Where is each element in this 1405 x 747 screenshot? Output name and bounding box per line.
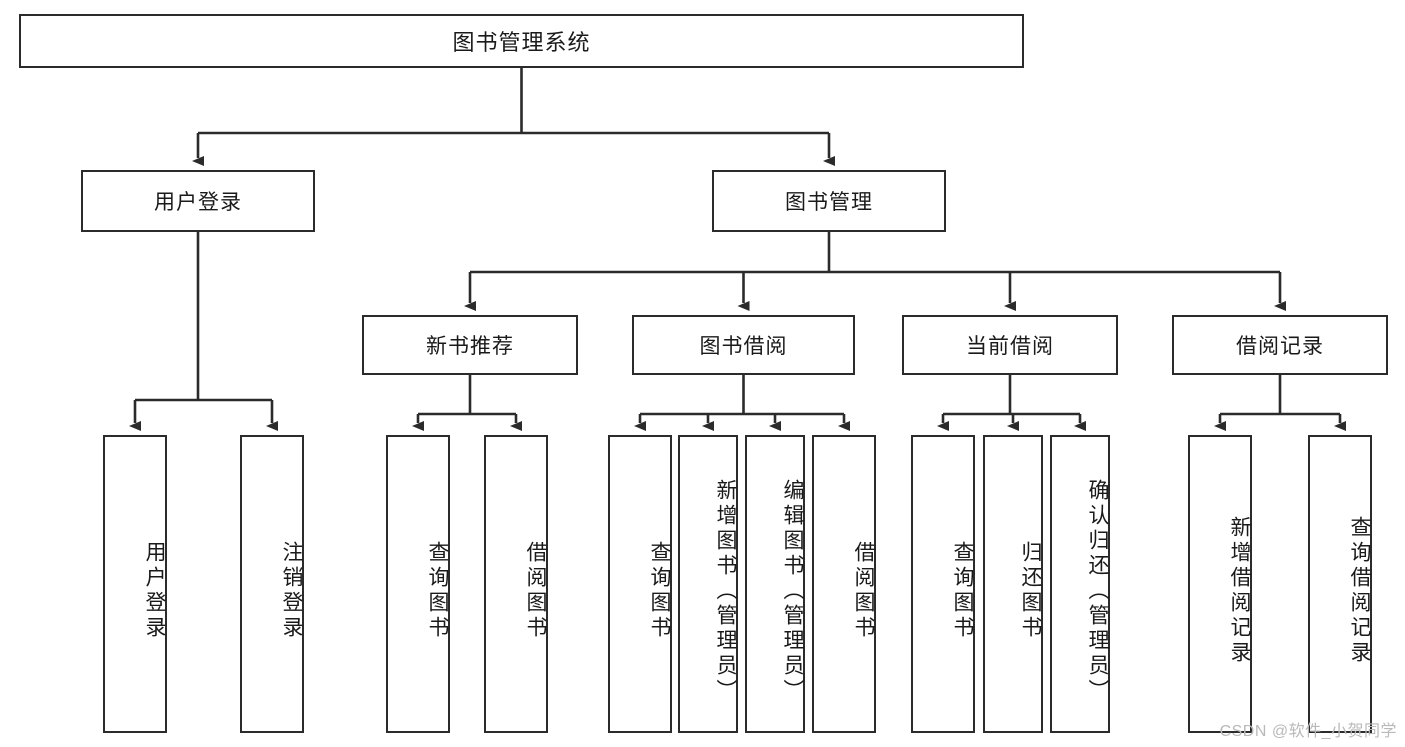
node-l3-新书推荐[interactable]: 新书推荐 xyxy=(362,315,578,375)
node-leaf-8-查询图书[interactable]: 查询图书 xyxy=(911,435,975,733)
node-label: 借阅图书 xyxy=(524,541,547,641)
node-label: 查询图书 xyxy=(426,541,449,641)
node-root-图书管理系统[interactable]: 图书管理系统 xyxy=(19,14,1024,68)
node-label: 当前借阅 xyxy=(966,335,1054,358)
node-label: 图书管理系统 xyxy=(452,30,591,55)
node-l2-图书管理[interactable]: 图书管理 xyxy=(712,170,946,232)
node-leaf-0-用户登录[interactable]: 用户登录 xyxy=(103,435,167,733)
node-l3-图书借阅[interactable]: 图书借阅 xyxy=(632,315,855,375)
node-label: 查询图书 xyxy=(951,541,974,641)
node-label: 借阅图书 xyxy=(852,541,875,641)
node-l3-借阅记录[interactable]: 借阅记录 xyxy=(1172,315,1388,375)
node-label: 查询图书 xyxy=(648,541,671,641)
node-label: 新增借阅记录 xyxy=(1228,516,1251,666)
node-label: 确认归还（管理员） xyxy=(1086,478,1109,704)
watermark-label: CSDN @软件_小贺同学 xyxy=(1219,723,1397,740)
node-label: 用户登录 xyxy=(143,541,166,641)
node-l3-当前借阅[interactable]: 当前借阅 xyxy=(902,315,1118,375)
node-label: 新书推荐 xyxy=(426,335,514,358)
node-label: 查询借阅记录 xyxy=(1348,516,1371,666)
node-leaf-12-查询借阅记录[interactable]: 查询借阅记录 xyxy=(1308,435,1372,733)
node-label: 新增图书（管理员） xyxy=(714,478,737,704)
node-label: 注销登录 xyxy=(280,541,303,641)
node-leaf-4-查询图书[interactable]: 查询图书 xyxy=(608,435,672,733)
node-label: 归还图书 xyxy=(1019,541,1042,641)
node-leaf-9-归还图书[interactable]: 归还图书 xyxy=(983,435,1043,733)
node-leaf-3-借阅图书[interactable]: 借阅图书 xyxy=(484,435,548,733)
node-label: 图书借阅 xyxy=(699,335,788,358)
node-label: 图书管理 xyxy=(785,191,873,214)
node-leaf-7-借阅图书[interactable]: 借阅图书 xyxy=(812,435,876,733)
node-leaf-1-注销登录[interactable]: 注销登录 xyxy=(240,435,304,733)
node-leaf-10-确认归还管理员[interactable]: 确认归还（管理员） xyxy=(1050,435,1110,733)
node-label: 编辑图书（管理员） xyxy=(781,478,804,704)
node-leaf-5-新增图书管理员[interactable]: 新增图书（管理员） xyxy=(678,435,738,733)
node-leaf-11-新增借阅记录[interactable]: 新增借阅记录 xyxy=(1188,435,1252,733)
node-leaf-2-查询图书[interactable]: 查询图书 xyxy=(386,435,450,733)
node-leaf-6-编辑图书管理员[interactable]: 编辑图书（管理员） xyxy=(745,435,805,733)
node-label: 借阅记录 xyxy=(1236,335,1324,358)
node-label: 用户登录 xyxy=(154,191,242,214)
node-l2-用户登录[interactable]: 用户登录 xyxy=(81,170,315,232)
